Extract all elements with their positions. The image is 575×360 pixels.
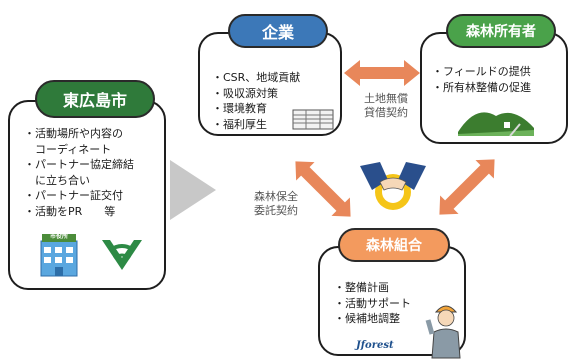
owner-title: 森林所有者	[446, 14, 556, 48]
company-role-list: ・CSR、地域貢献 ・吸収源対策 ・環境教育 ・福利厚生	[212, 70, 300, 132]
jforest-logo: Jforest	[356, 340, 394, 351]
owner-role-list: ・フィールドの提供 ・所有林整備の促進	[432, 64, 531, 95]
city-role-item: ・活動場所や内容の	[24, 127, 123, 140]
union-role-item: ・整備計画	[334, 281, 389, 294]
company-role-item: ・福利厚生	[212, 117, 267, 131]
land-lease-label-line1: 土地無償	[364, 92, 408, 105]
city-hall-sign: 市役所	[49, 233, 68, 240]
land-lease-label-line2: 貸借契約	[364, 106, 408, 119]
city-role-list: ・活動場所や内容の コーディネート ・パートナー協定締結 に立ち合い ・パートナ…	[24, 126, 134, 219]
double-arrow-icon	[295, 161, 351, 217]
union-role-item: ・候補地調整	[334, 312, 400, 325]
company-role-item: ・吸収源対策	[212, 86, 278, 100]
owner-role-item: ・フィールドの提供	[432, 65, 531, 78]
double-arrow-icon	[344, 60, 420, 86]
company-title: 企業	[228, 14, 328, 48]
forest-field-icon	[458, 112, 534, 137]
city-role-item: ・パートナー証交付	[24, 189, 123, 202]
owner-role-item: ・所有林整備の促進	[432, 80, 531, 94]
union-role-list: ・整備計画 ・活動サポート ・候補地調整	[334, 280, 411, 327]
handshake-icon	[360, 162, 426, 210]
company-role-item: ・CSR、地域貢献	[212, 71, 301, 84]
city-title: 東広島市	[35, 80, 155, 118]
office-building-icon	[292, 109, 334, 130]
city-card	[8, 100, 166, 290]
conservation-label-line2: 委託契約	[254, 204, 298, 217]
city-hall-icon	[40, 234, 78, 277]
city-role-item: ・パートナー協定締結	[24, 158, 134, 171]
city-emblem-icon	[102, 240, 142, 270]
union-title: 森林組合	[338, 228, 450, 262]
company-role-item: ・環境教育	[212, 102, 267, 115]
double-arrow-icon	[439, 159, 495, 215]
union-role-item: ・活動サポート	[334, 296, 411, 310]
forest-worker-icon	[425, 305, 461, 359]
city-role-item: に立ち合い	[24, 173, 90, 187]
city-role-item: コーディネート	[24, 142, 112, 156]
city-role-item: ・活動をPR 等	[24, 204, 116, 218]
conservation-label-line1: 森林保全	[254, 190, 298, 203]
flow-arrow-icon	[170, 160, 216, 220]
